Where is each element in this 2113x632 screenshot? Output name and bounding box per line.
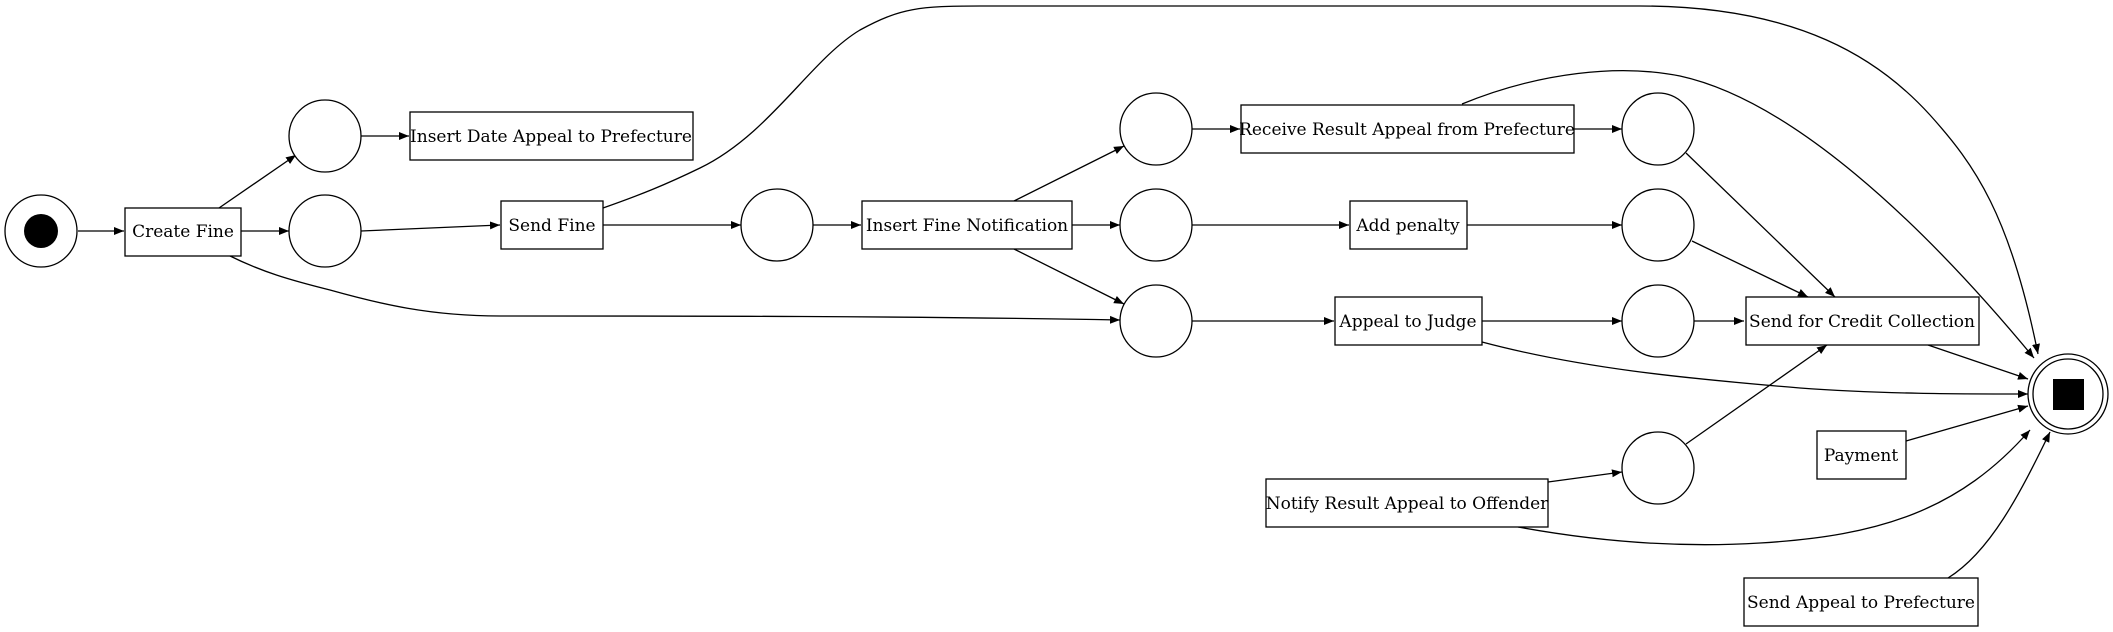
- edge-send-appeal-prefecture-to-end: [1947, 431, 2051, 579]
- transition-label-send-credit-collection: Send for Credit Collection: [1749, 312, 1975, 332]
- transition-label-send-fine: Send Fine: [508, 216, 595, 236]
- transition-send-appeal-prefecture: Send Appeal to Prefecture: [1743, 577, 1979, 627]
- place-10: [1621, 431, 1695, 505]
- transition-label-send-appeal-prefecture: Send Appeal to Prefecture: [1747, 593, 1975, 613]
- transition-label-insert-date-appeal: Insert Date Appeal to Prefecture: [410, 127, 692, 147]
- edge-notify-result-appeal-to-place-10: [1547, 469, 1623, 483]
- transition-notify-result-appeal: Notify Result Appeal to Offender: [1265, 478, 1549, 528]
- transition-send-fine: Send Fine: [500, 200, 604, 250]
- transition-label-create-fine: Create Fine: [132, 222, 234, 242]
- places: [4, 92, 2109, 505]
- edge-appeal-to-judge-to-end: [1481, 341, 2029, 398]
- place-3: [740, 188, 814, 262]
- place-8: [1119, 284, 1193, 358]
- transition-payment: Payment: [1816, 430, 1907, 480]
- edge-place-6-to-send-credit-collection: [1685, 152, 1836, 298]
- place-4: [1119, 92, 1193, 166]
- edge-send-fine-to-end: [602, 5, 2040, 355]
- place-9: [1621, 284, 1695, 358]
- place-5: [1119, 188, 1193, 262]
- transition-label-payment: Payment: [1824, 446, 1899, 466]
- edge-send-credit-collection-to-end: [1927, 344, 2029, 380]
- place-7: [1621, 188, 1695, 262]
- place-6: [1621, 92, 1695, 166]
- end-place: [2027, 353, 2109, 435]
- edge-notify-result-appeal-to-end: [1517, 429, 2031, 546]
- edge-payment-to-end: [1905, 404, 2029, 442]
- transition-label-add-penalty: Add penalty: [1355, 216, 1460, 236]
- edge-receive-result-appeal-to-end: [1461, 70, 2035, 359]
- transition-create-fine: Create Fine: [124, 207, 242, 257]
- start-place: [4, 194, 78, 268]
- edges: [78, 5, 2051, 579]
- transition-label-receive-result-appeal: Receive Result Appeal from Prefecture: [1239, 120, 1575, 140]
- transition-label-appeal-to-judge: Appeal to Judge: [1338, 312, 1476, 332]
- transitions: Create Fine Insert Date Appeal to Prefec…: [124, 104, 1980, 627]
- edge-place-7-to-send-credit-collection: [1691, 240, 1809, 298]
- transition-label-notify-result-appeal: Notify Result Appeal to Offender: [1266, 494, 1549, 514]
- place-2: [288, 194, 362, 268]
- edge-create-fine-to-place-1: [218, 154, 297, 209]
- transition-label-insert-fine-notification: Insert Fine Notification: [866, 216, 1068, 236]
- end-square-icon: [2053, 379, 2084, 410]
- place-1: [288, 99, 362, 173]
- edge-insert-fine-notification-to-place-8: [1013, 248, 1125, 305]
- start-token-icon: [24, 214, 58, 248]
- edge-place-2-to-send-fine: [360, 221, 501, 232]
- edge-create-fine-to-place-8: [227, 254, 1121, 324]
- transition-appeal-to-judge: Appeal to Judge: [1334, 296, 1483, 346]
- transition-add-penalty: Add penalty: [1349, 200, 1468, 250]
- transition-insert-fine-notification: Insert Fine Notification: [861, 200, 1073, 250]
- transition-receive-result-appeal: Receive Result Appeal from Prefecture: [1239, 104, 1575, 154]
- edge-insert-fine-notification-to-place-4: [1013, 145, 1125, 202]
- transition-send-credit-collection: Send for Credit Collection: [1745, 296, 1980, 346]
- edge-place-10-to-send-credit-collection: [1685, 344, 1828, 445]
- transition-insert-date-appeal: Insert Date Appeal to Prefecture: [409, 111, 694, 161]
